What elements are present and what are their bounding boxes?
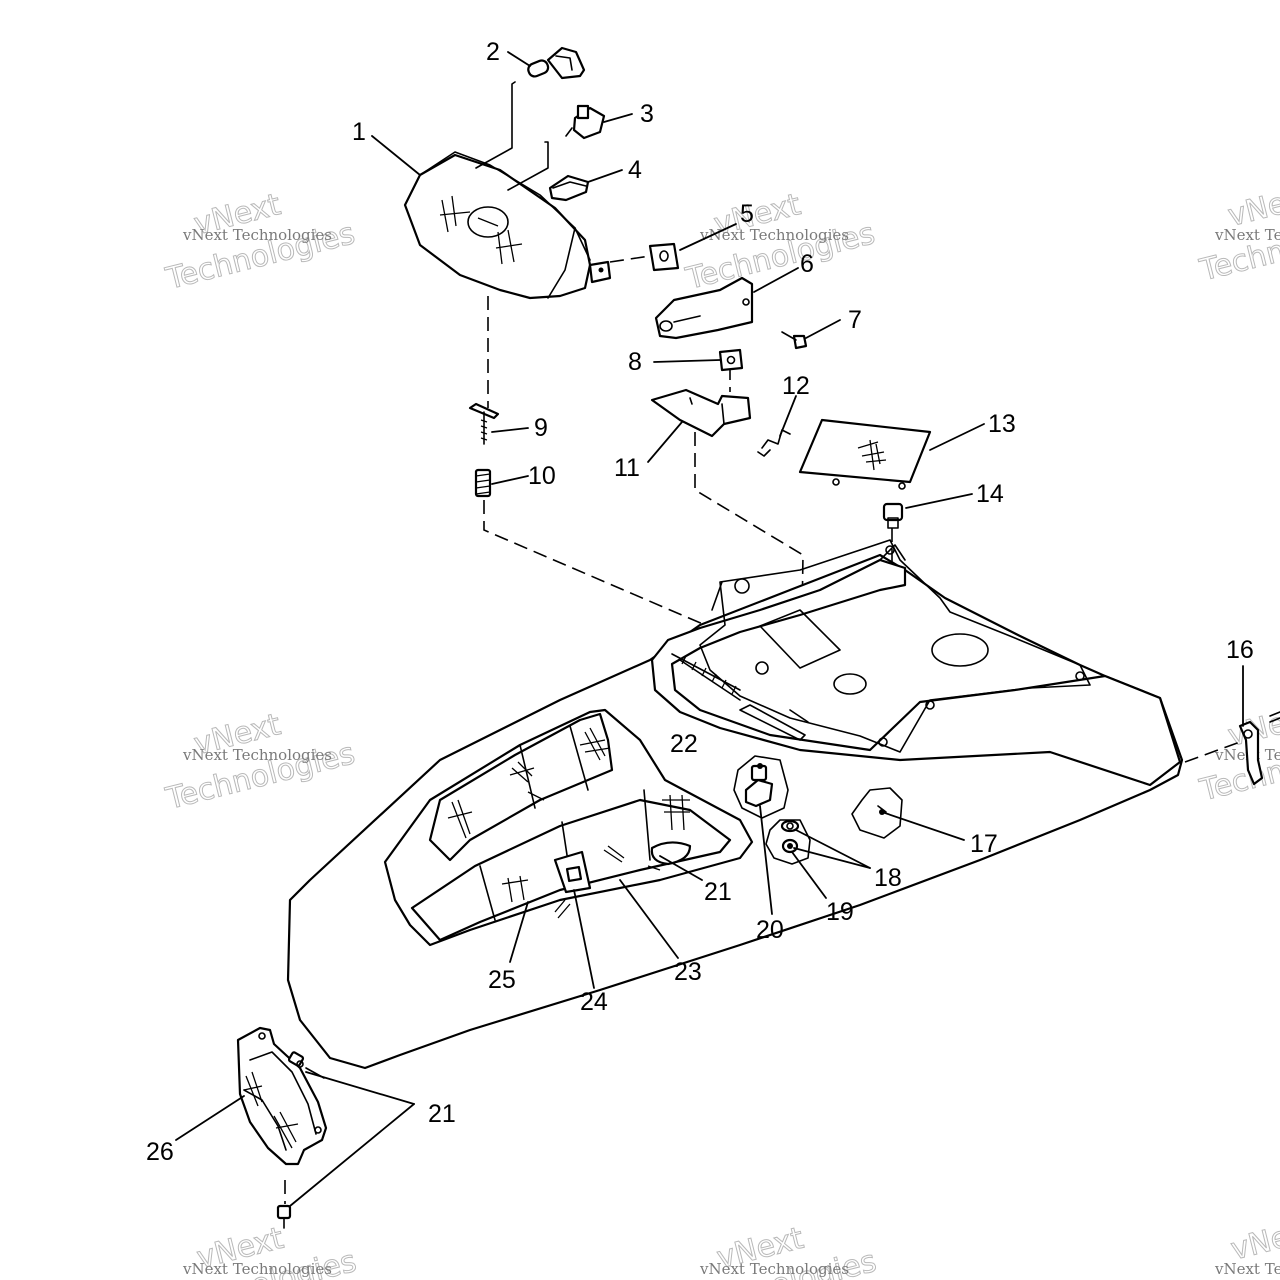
nut-assembly-20 [733,755,789,819]
nut-14 [882,502,904,529]
callout-5: 5 [740,200,754,228]
watermark-text: vNext Technologies [182,226,332,244]
callout-6: 6 [800,250,814,278]
callout-12: 12 [782,372,810,400]
callout-18: 18 [874,864,902,892]
callout-2: 2 [486,38,500,66]
callout-9: 9 [534,414,548,442]
spring-clip [757,429,791,457]
callout-19: 19 [826,898,854,926]
callout-1: 1 [352,118,366,146]
mounting-bracket [654,276,754,340]
watermark-text: vNext Technologies [699,226,849,244]
hood-assembly [286,539,1184,1070]
watermark-text: vNext Technologies [699,1260,849,1278]
callout-3: 3 [640,100,654,128]
grommet-18 [765,819,811,865]
callout-10: 10 [528,462,556,490]
leader-lines [175,51,1244,1207]
bulb [527,46,586,80]
watermark-text: vNext Technologies [182,1260,332,1278]
callout-21-upper: 21 [704,878,732,906]
callout-24: 24 [580,988,608,1016]
callout-11: 11 [614,454,640,482]
callout-17: 17 [970,830,998,858]
callouts: 1 2 3 4 5 6 7 8 9 10 11 12 13 14 16 17 1… [146,38,1254,1166]
grommet-pad [648,242,680,272]
callout-22: 22 [670,730,698,758]
callout-16: 16 [1226,636,1254,664]
lower-bracket [236,1026,328,1229]
latch-bracket [650,388,752,438]
plug [548,174,590,202]
gauge-panel-upper [428,712,614,862]
callout-4: 4 [628,156,642,184]
callout-25: 25 [488,966,516,994]
callout-20: 20 [756,916,784,944]
spring [474,468,492,498]
headlight-housing [403,151,612,300]
cover-panel [798,418,932,490]
callout-21-lower: 21 [428,1100,456,1128]
hood-oval-plate [650,841,692,866]
callout-7: 7 [848,306,862,334]
callout-14: 14 [976,480,1004,508]
watermark-text: vNext Technologies [1214,1260,1280,1278]
side-bracket [1238,711,1280,786]
callout-26: 26 [146,1138,174,1166]
watermark-text: vNext Technologies [1214,226,1280,244]
callout-23: 23 [674,958,702,986]
t-pin [468,402,500,445]
callout-13: 13 [988,410,1016,438]
screw-7 [781,331,808,350]
watermark-text: vNext Technologies [182,746,332,764]
callout-8: 8 [628,348,642,376]
bulb-socket [565,104,606,140]
square-nut-8 [718,348,744,372]
